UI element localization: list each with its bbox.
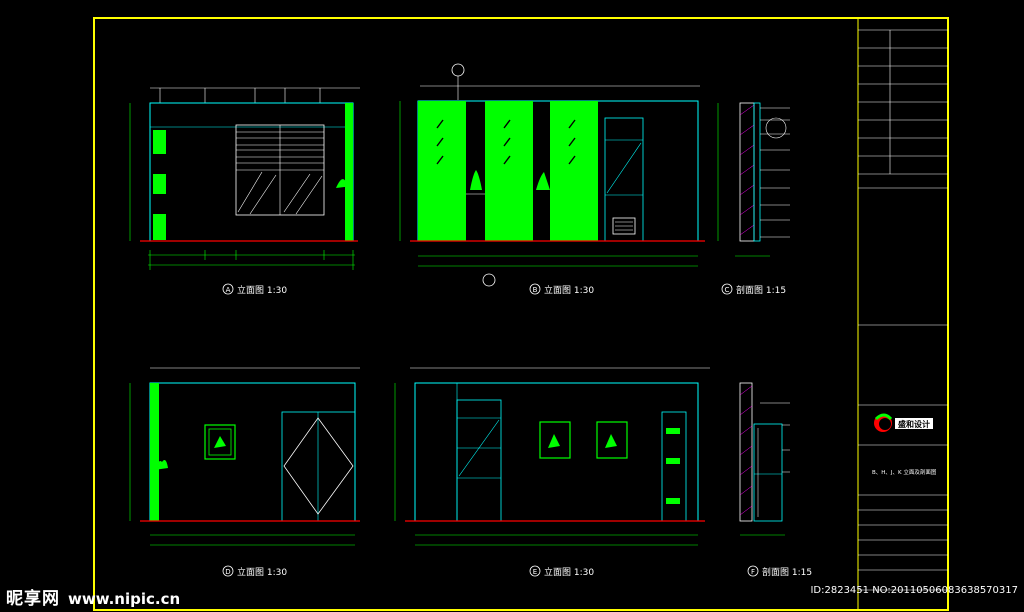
logo-text: 盛和设计 [898,419,930,429]
view-6-marker [747,565,759,577]
view-5-marker [529,565,541,577]
title-block [858,29,948,591]
view-3-scale-title: 剖面图 1:15 [736,284,786,296]
view-6-scale-title: 剖面图 1:15 [762,566,812,578]
view-3-marker [721,283,733,295]
watermark-brand: 昵享网 [6,589,60,609]
section-view-3: C 剖面图 1:15 [717,102,790,296]
view-3-marker-letter: C [725,286,730,294]
project-code-text: B、H、J、K 立面及剖面图 [872,468,937,476]
elevation-view-2: B 立面图 1:30 [399,63,705,296]
view-4-marker [222,565,234,577]
view-1-marker-letter: A [226,286,231,294]
elevation-view-4: D 立面图 1:30 [129,367,360,578]
watermark-url: www.nipic.cn [68,590,181,608]
section-view-6: F 剖面图 1:15 [739,382,812,578]
title-block-frame [857,17,949,611]
view-1-scale-title: 立面图 1:30 [237,284,287,296]
elevation-view-5: E 立面图 1:30 [394,367,710,578]
view-4-scale-title: 立面图 1:30 [237,566,287,578]
watermark-image-id: ID:2823451 NO:20110506083638570317 [810,585,1018,596]
elevation-view-1: A 立面图 1:30 [129,87,360,296]
view-4-marker-letter: D [225,568,230,576]
watermark: 昵享网 www.nipic.cn [6,584,180,609]
view-6-marker-letter: F [751,568,755,576]
title-block-logo: 盛和设计 [874,413,933,432]
view-1-marker [222,283,234,295]
view-2-marker [529,283,541,295]
view-5-marker-letter: E [533,568,537,576]
view-2-marker-letter: B [533,286,538,294]
view-5-scale-title: 立面图 1:30 [544,566,594,578]
view-2-scale-title: 立面图 1:30 [544,284,594,296]
